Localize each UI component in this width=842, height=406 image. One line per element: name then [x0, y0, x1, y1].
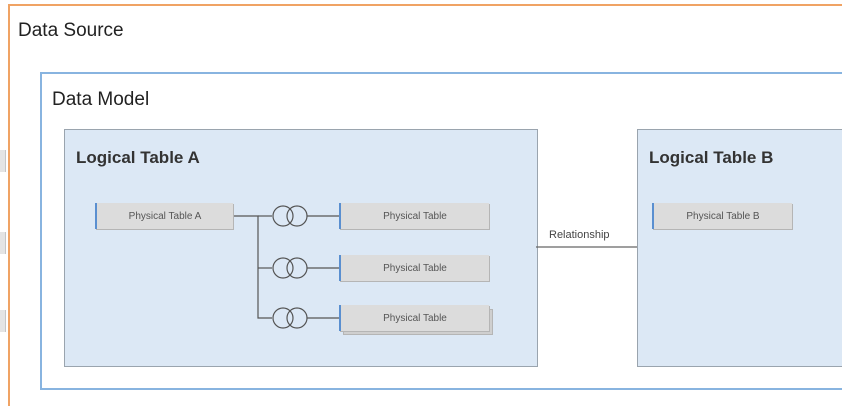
join-icon	[272, 205, 294, 227]
data-source-title: Data Source	[18, 20, 124, 41]
relationship-label[interactable]: Relationship	[549, 229, 610, 241]
join-line	[233, 215, 272, 319]
physical-table-a[interactable]: Physical Table A	[95, 203, 233, 229]
panel-edge-tab	[0, 150, 6, 172]
join-icon	[272, 307, 294, 329]
panel-edge-tab	[0, 310, 6, 332]
logical-table-b-title: Logical Table B	[649, 148, 774, 167]
logical-table-b[interactable]	[637, 129, 842, 367]
panel-edge-tab	[0, 232, 6, 254]
physical-table-2[interactable]: Physical Table	[339, 255, 489, 281]
join-connectors	[233, 205, 637, 329]
physical-table-3[interactable]: Physical Table	[339, 305, 489, 331]
physical-table-b[interactable]: Physical Table B	[652, 203, 792, 229]
data-model-title: Data Model	[52, 89, 150, 110]
logical-table-a-title: Logical Table A	[76, 148, 200, 167]
physical-table-1[interactable]: Physical Table	[339, 203, 489, 229]
left-panel-edge	[0, 0, 9, 394]
join-icon	[272, 257, 294, 279]
